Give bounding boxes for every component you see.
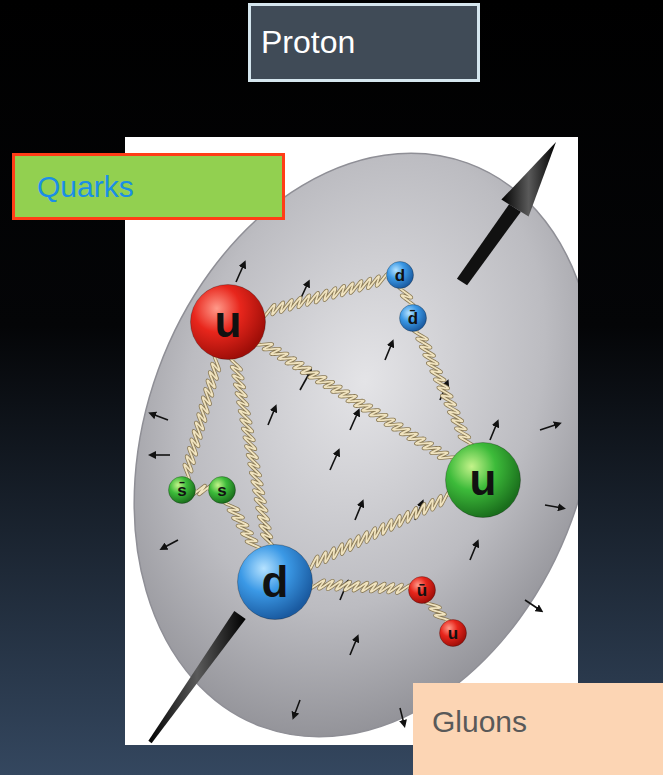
spin-arrow — [545, 505, 562, 508]
gluon-core — [256, 342, 455, 460]
quark-sphere: s̄ — [168, 476, 196, 504]
quark-letter: d — [262, 560, 289, 604]
quark-sphere: u — [439, 619, 467, 647]
gluon-core — [425, 601, 450, 621]
gluon-core — [309, 492, 450, 571]
spin-arrow — [152, 414, 168, 420]
spin-arrow — [350, 638, 357, 655]
quark-sphere: u — [190, 284, 266, 360]
gluon-spring — [310, 580, 411, 593]
gluon-outline — [310, 580, 411, 593]
sphere-fill — [440, 620, 467, 647]
quark-sphere: ū — [408, 576, 436, 604]
spin-axis-head — [501, 142, 556, 216]
quark-letter: d̄ — [408, 310, 418, 327]
gluon-outline — [425, 601, 450, 621]
sphere-fill — [191, 285, 266, 360]
quark-letter: s̄ — [177, 482, 186, 499]
spin-arrow — [330, 452, 338, 470]
title-text: Proton — [261, 25, 355, 60]
spin-arrow — [540, 424, 558, 430]
quarks-box: Quarks — [12, 153, 285, 220]
spin-axis-tail — [148, 611, 245, 743]
spin-arrow — [400, 708, 404, 724]
gluon-core — [224, 502, 261, 549]
sphere-fill — [409, 577, 436, 604]
sphere-fill — [387, 262, 414, 289]
sphere-fill — [400, 305, 427, 332]
quark-letter: u — [470, 458, 497, 502]
spin-arrow — [163, 540, 178, 548]
box-label: Quarks — [37, 170, 134, 203]
gluon-outline — [414, 330, 473, 446]
gluon-spring — [414, 330, 473, 446]
sphere-fill — [169, 477, 196, 504]
spin-arrow — [470, 543, 477, 560]
gluon-outline — [263, 274, 387, 317]
quark-letter: u — [448, 625, 458, 642]
quark-letter: ū — [417, 582, 427, 599]
spin-arrow — [268, 408, 275, 425]
spin-arrow — [294, 700, 300, 716]
spin-arrows — [152, 264, 562, 724]
quark-letter: s — [217, 482, 226, 499]
spin-arrow — [490, 423, 497, 440]
spin-arrow — [385, 343, 392, 360]
gluon-outline — [184, 355, 219, 480]
gluon-core — [310, 580, 411, 593]
gluon-core — [184, 355, 219, 480]
gluon-outline — [224, 502, 261, 549]
box-label: Gluons — [432, 705, 527, 738]
sphere-fill — [446, 443, 521, 518]
quark-letter: d — [395, 267, 405, 284]
gluon-spring — [224, 502, 261, 549]
quark-sphere: d̄ — [399, 304, 427, 332]
spin-arrow — [350, 412, 358, 430]
spin-arrow — [152, 454, 170, 456]
gluon-spring — [256, 342, 455, 460]
quark-sphere: d — [386, 261, 414, 289]
gluon-outline — [256, 342, 455, 460]
spin-axis-shaft — [457, 204, 521, 285]
spin-arrow — [236, 264, 244, 282]
gluon-core — [414, 330, 473, 446]
gluon-core — [263, 274, 387, 317]
spin-arrow — [355, 503, 362, 520]
sphere-fill — [238, 545, 313, 620]
sphere-fill — [209, 477, 236, 504]
proton-disk — [125, 137, 578, 745]
quark-sphere: u — [445, 442, 521, 518]
gluon-outline — [309, 492, 450, 571]
gluon-spring — [184, 355, 219, 480]
quark-sphere: s — [208, 476, 236, 504]
gluons-box: Gluons — [413, 683, 663, 775]
title-box: Proton — [248, 3, 480, 82]
gluon-spring — [399, 287, 414, 306]
gluon-spring — [309, 492, 450, 571]
spin-arrow — [525, 600, 540, 610]
gluon-spring — [425, 601, 450, 621]
gluon-outline — [399, 287, 414, 306]
quark-letter: u — [215, 300, 242, 344]
quark-sphere: d — [237, 544, 313, 620]
gluon-core — [399, 287, 414, 306]
gluon-spring — [263, 274, 387, 317]
